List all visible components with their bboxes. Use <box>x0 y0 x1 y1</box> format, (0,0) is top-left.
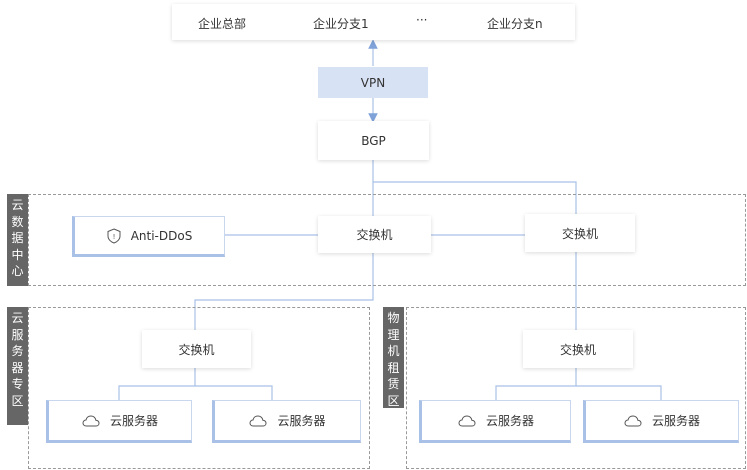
dc-switch-left: 交换机 <box>318 216 431 253</box>
cloud-data-center-zone <box>28 194 746 286</box>
phys-server-1-label: 云服务器 <box>485 414 534 428</box>
shield-icon: ! <box>107 227 121 244</box>
bgp-node: BGP <box>318 121 429 160</box>
bgp-label: BGP <box>361 133 386 148</box>
svg-text:!: ! <box>112 233 115 241</box>
zone-label-char: 云 <box>11 198 24 212</box>
cloud-server-zone <box>28 307 370 469</box>
cloud-icon <box>249 414 267 426</box>
vpn-label: VPN <box>360 75 386 90</box>
zone-label-char: 机 <box>387 344 400 358</box>
dc-switch-right: 交换机 <box>525 214 635 252</box>
csz-server-1: 云服务器 <box>46 400 192 443</box>
branch-1-label: 企业分支1 <box>313 17 369 31</box>
physical-rental-zone-label: 物 理 机 租 赁 区 <box>383 307 404 408</box>
physical-rental-zone <box>406 307 746 469</box>
anti-ddos-label: Anti-DDoS <box>130 228 193 243</box>
csz-switch: 交换机 <box>142 330 251 368</box>
cloud-icon <box>82 414 100 426</box>
csz-switch-to-server2-line <box>195 385 273 400</box>
zone-label-char: 区 <box>387 393 400 408</box>
phys-switch-to-server1-line <box>495 368 577 400</box>
phys-server-2-label: 云服务器 <box>651 414 700 428</box>
ellipsis-label: ··· <box>416 13 428 27</box>
zone-label-char: 器 <box>11 360 24 375</box>
vpn-node: VPN <box>318 67 428 98</box>
zone-label-char: 务 <box>11 344 24 358</box>
csz-server-1-label: 云服务器 <box>109 414 158 428</box>
zone-label-char: 据 <box>11 231 24 245</box>
phys-server-1: 云服务器 <box>419 400 571 443</box>
cloud-icon <box>458 414 476 426</box>
zone-label-char: 租 <box>387 360 400 375</box>
zone-label-char: 心 <box>11 264 24 278</box>
zone-label-char: 云 <box>11 311 24 325</box>
branch-hq-label: 企业总部 <box>198 17 247 31</box>
zone-label-char: 中 <box>11 247 24 262</box>
phys-server-2: 云服务器 <box>583 400 739 443</box>
anti-ddos-node: ! Anti-DDoS <box>72 216 225 257</box>
phys-switch-to-server2-line <box>576 385 662 400</box>
enterprise-branches-bar: 企业总部 企业分支1 ··· 企业分支n <box>172 4 575 40</box>
zone-label-char: 服 <box>11 327 24 342</box>
csz-server-2-label: 云服务器 <box>277 414 326 428</box>
zone-label-char: 区 <box>11 393 24 408</box>
phys-switch-label: 交换机 <box>559 342 596 357</box>
cloud-server-zone-label: 云 服 务 器 专 区 <box>7 307 28 425</box>
dc-switch-left-label: 交换机 <box>356 228 393 242</box>
csz-server-2: 云服务器 <box>212 400 361 443</box>
bgp-to-right-switch-line <box>373 181 577 214</box>
zone-label-char: 物 <box>387 311 400 325</box>
cloud-icon <box>624 414 642 426</box>
dc-switch-right-label: 交换机 <box>561 226 598 241</box>
cloud-data-center-label: 云 数 据 中 心 <box>7 194 28 286</box>
zone-label-char: 数 <box>11 214 24 229</box>
zone-label-char: 专 <box>11 377 24 391</box>
zone-label-char: 赁 <box>387 377 400 391</box>
zone-label-char: 理 <box>387 327 400 342</box>
phys-switch: 交换机 <box>523 330 633 368</box>
csz-switch-label: 交换机 <box>178 342 215 357</box>
dc-to-csz-switch-line <box>194 253 374 330</box>
branch-n-label: 企业分支n <box>487 17 543 31</box>
csz-switch-to-server1-line <box>118 368 196 400</box>
